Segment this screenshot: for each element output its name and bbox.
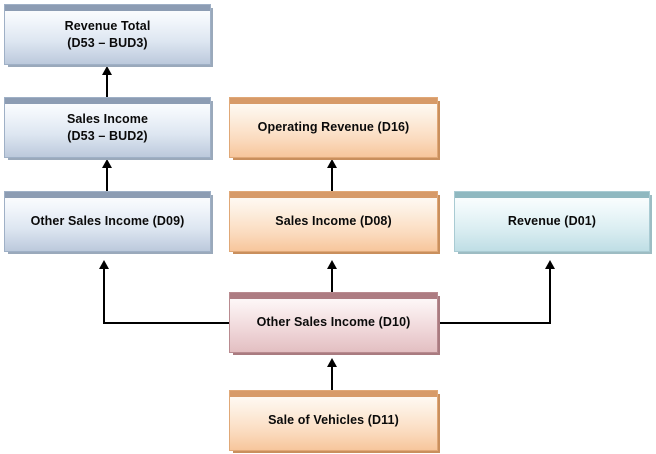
node-cap-bar [5, 192, 210, 198]
node-other-sales-income-d10[interactable]: Other Sales Income (D10) [229, 292, 438, 353]
node-cap-bar [230, 391, 437, 397]
arrowhead-bud2-to-bud3 [102, 66, 112, 75]
node-cap-bar [230, 98, 437, 104]
node-revenue-total-d53-bud3[interactable]: Revenue Total (D53 – BUD3) [4, 4, 211, 65]
node-label: Operating Revenue (D16) [257, 120, 410, 135]
node-cap-bar [230, 293, 437, 299]
node-label: Sales Income (D08) [275, 214, 392, 229]
arrowhead-d11-to-d10 [327, 358, 337, 367]
node-sales-income-d08[interactable]: Sales Income (D08) [229, 191, 438, 252]
node-cap-bar [5, 5, 210, 11]
connector-d09-to-bud2 [106, 167, 108, 192]
connector-d10-to-d09-vertical [103, 268, 105, 323]
node-label: Sales Income (D53 – BUD2) [66, 111, 149, 143]
node-label: Other Sales Income (D09) [30, 214, 185, 229]
arrowhead-d10-to-d01 [545, 260, 555, 269]
connector-d10-to-d08 [331, 268, 333, 294]
connector-bud2-to-bud3 [106, 74, 108, 98]
arrowhead-d09-to-bud2 [102, 159, 112, 168]
node-cap-bar [455, 192, 649, 198]
connector-d10-to-d01-horizontal [437, 322, 551, 324]
node-other-sales-income-d09[interactable]: Other Sales Income (D09) [4, 191, 211, 252]
connector-d08-to-d16 [331, 167, 333, 192]
node-label: Revenue (D01) [507, 214, 597, 229]
node-label: Other Sales Income (D10) [256, 315, 411, 330]
node-cap-bar [230, 192, 437, 198]
arrowhead-d10-to-d08 [327, 260, 337, 269]
node-cap-bar [5, 98, 210, 104]
node-sale-of-vehicles-d11[interactable]: Sale of Vehicles (D11) [229, 390, 438, 451]
connector-d10-to-d01-vertical [549, 268, 551, 323]
node-revenue-d01[interactable]: Revenue (D01) [454, 191, 650, 252]
arrowhead-d10-to-d09 [99, 260, 109, 269]
node-sales-income-d53-bud2[interactable]: Sales Income (D53 – BUD2) [4, 97, 211, 158]
node-label: Revenue Total (D53 – BUD3) [64, 18, 151, 50]
connector-d10-to-d09-horizontal [103, 322, 231, 324]
node-label: Sale of Vehicles (D11) [268, 413, 399, 428]
connector-d11-to-d10 [331, 366, 333, 392]
node-operating-revenue-d16[interactable]: Operating Revenue (D16) [229, 97, 438, 158]
arrowhead-d08-to-d16 [327, 159, 337, 168]
